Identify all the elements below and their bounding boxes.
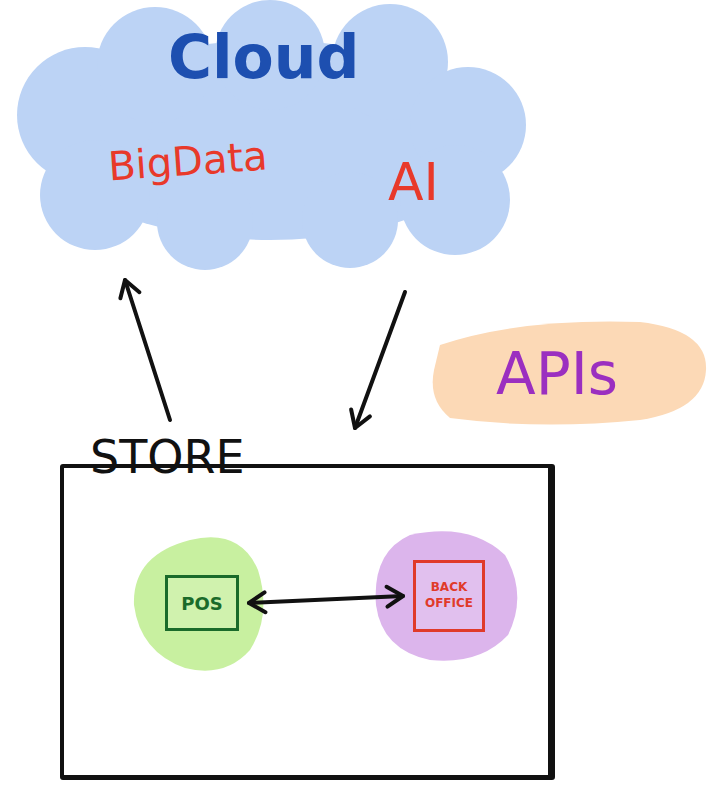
arrow-connector (249, 587, 403, 613)
apis-highlight (433, 321, 706, 424)
arrow-connector (120, 280, 170, 420)
pos-box: POS (165, 575, 239, 631)
arrow-connector (351, 292, 405, 428)
arrow-head (120, 280, 139, 298)
arrow-head (387, 587, 403, 607)
pos-box-text: POS (181, 593, 222, 614)
store-heading: STORE (90, 430, 245, 484)
cloud-shape (17, 0, 526, 270)
pos-highlight (134, 537, 264, 670)
api-label: APIs (496, 340, 618, 408)
arrow-head (351, 410, 370, 428)
ai-label: AI (388, 152, 439, 212)
cloud-title: Cloud (168, 22, 359, 92)
back-office-box-text: BACK OFFICE (422, 580, 476, 611)
bigdata-label: BigData (107, 132, 269, 189)
cloud-region: CloudBigData AI (20, 10, 520, 268)
back-office-box: BACK OFFICE (413, 560, 485, 632)
arrow-line (249, 596, 403, 603)
store-box: STORE POS BACK OFFICE (60, 430, 555, 780)
arrow-line (355, 292, 405, 428)
arrow-head (249, 592, 265, 612)
arrow-line (125, 280, 170, 420)
